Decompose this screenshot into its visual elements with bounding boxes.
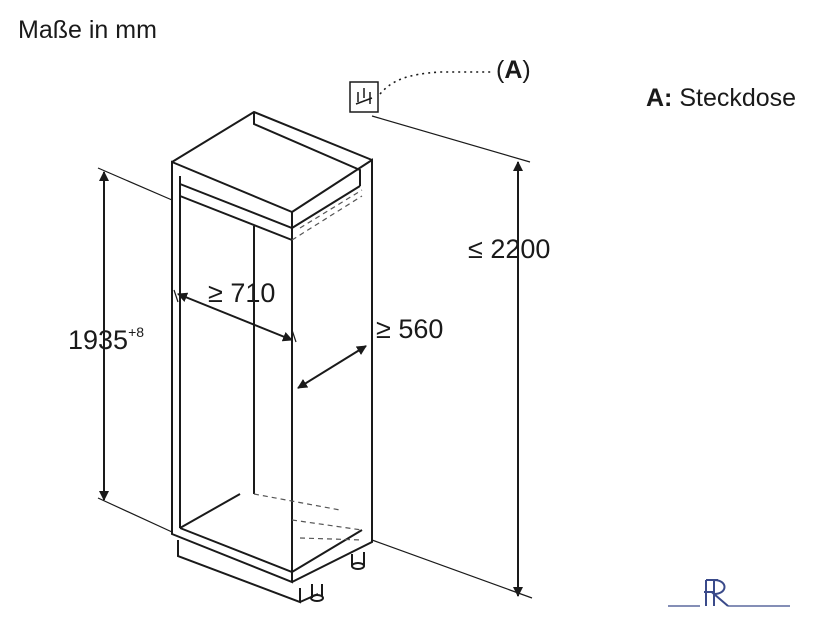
cabinet-frame [171, 110, 373, 604]
extension-lines [97, 115, 533, 599]
dimension-arrows [99, 161, 523, 597]
height-niche-value: 1935 [68, 325, 129, 355]
socket-icon [349, 81, 379, 113]
callout-label: (A) [496, 56, 531, 85]
legend-key: A: [646, 84, 673, 112]
callout-close: ) [522, 56, 531, 84]
callout-leader [379, 71, 492, 95]
depth-label: ≥ 560 [376, 314, 444, 344]
depth-arrow [297, 345, 367, 389]
height-socket-label: ≤ 2200 [468, 234, 551, 264]
hidden-lines [253, 189, 363, 541]
callout-key: A [504, 56, 523, 84]
width-label: ≥ 710 [208, 278, 276, 308]
brand-logo [668, 579, 790, 607]
height-niche-label: 1935+8 [68, 324, 144, 356]
legend: A: Steckdose [646, 84, 796, 113]
legend-text: Steckdose [679, 84, 797, 112]
width-arrow [177, 292, 293, 342]
units-label: Maße in mm [18, 16, 157, 44]
callout-open: ( [496, 56, 505, 84]
height-niche-tolerance: +8 [128, 324, 145, 340]
